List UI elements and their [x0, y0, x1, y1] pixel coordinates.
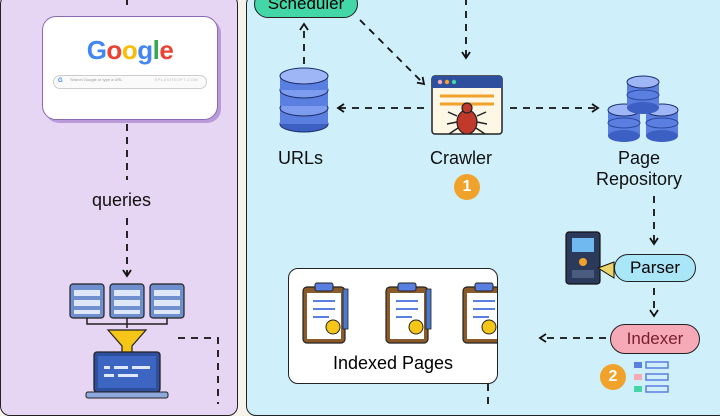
page-repository-line1: Page: [617, 148, 661, 168]
page-repository-database-icon: [607, 75, 679, 142]
parser-machine-icon: [565, 231, 615, 285]
google-search-card[interactable]: Google G Search Google or type a URL SPL…: [42, 16, 218, 120]
indexer-node[interactable]: Indexer: [610, 324, 700, 354]
arrow-scheduler-crawler: [359, 19, 426, 86]
crawler-label: Crawler: [430, 148, 493, 168]
indexer-step-badge: 2: [600, 364, 626, 390]
search-watermark: SPLASHSOFT.COM: [154, 77, 198, 82]
search-placeholder: Search Google or type a URL: [70, 77, 123, 82]
crawler-step-badge: 1: [454, 174, 480, 200]
list-icon: [634, 361, 669, 393]
clipboard-icon: [302, 282, 349, 344]
page-repository-label: Page Repository: [586, 148, 692, 190]
google-logo-letter: G: [86, 35, 107, 65]
crawler-bug-icon: [431, 75, 503, 135]
google-logo-letter: o: [121, 35, 138, 65]
scheduler-node[interactable]: Scheduler: [254, 0, 358, 18]
google-logo-letter: g: [137, 35, 153, 65]
urls-label: URLs: [278, 148, 324, 168]
laptop-icon: [85, 351, 169, 399]
g-icon: G: [58, 78, 63, 84]
indexed-pages-label: Indexed Pages: [332, 353, 454, 373]
google-logo-letter: o: [106, 35, 122, 65]
clipboards: [302, 282, 497, 344]
clipboard-icon: [462, 282, 497, 344]
google-logo: Google: [43, 35, 217, 66]
urls-database-icon: [279, 67, 329, 133]
page-repository-line2: Repository: [595, 169, 683, 189]
search-input[interactable]: G Search Google or type a URL SPLASHSOFT…: [53, 75, 207, 89]
clipboard-icon: [385, 282, 432, 344]
arrow-results-connector: [178, 337, 219, 404]
queries-label: queries: [92, 190, 152, 210]
google-logo-letter: l: [152, 35, 160, 65]
server-rack-icon: [69, 283, 185, 328]
diagram-graphics: [69, 0, 679, 404]
parser-node[interactable]: Parser: [614, 254, 696, 282]
indexed-pages-box[interactable]: Indexed Pages: [288, 268, 498, 384]
google-logo-letter: e: [159, 35, 174, 65]
